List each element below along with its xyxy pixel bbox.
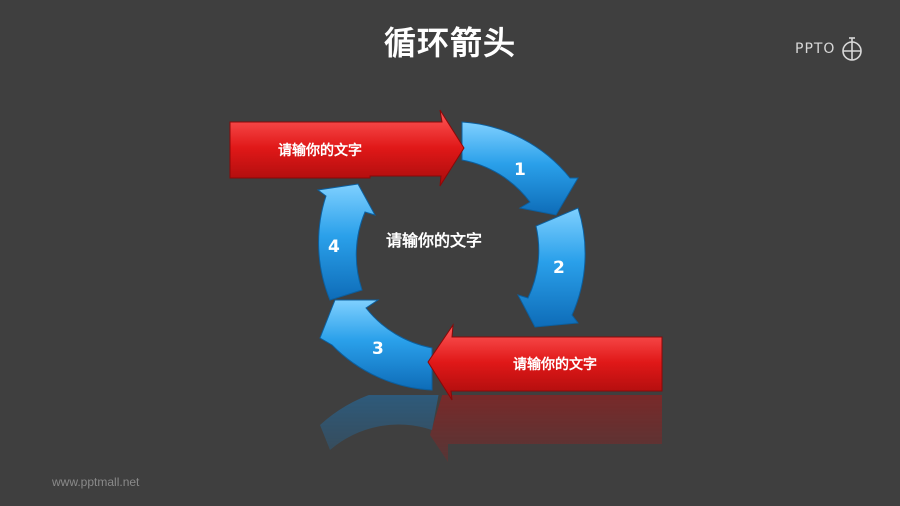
footer-watermark: www.pptmall.net bbox=[52, 475, 140, 489]
segment-4-arrow bbox=[316, 183, 377, 301]
center-label: 请输你的文字 bbox=[386, 231, 482, 250]
reflection bbox=[320, 376, 662, 462]
red-arrow-top-label: 请输你的文字 bbox=[278, 142, 362, 159]
logo-mark-icon bbox=[842, 37, 863, 61]
red-arrow-bottom-label: 请输你的文字 bbox=[513, 356, 597, 373]
red-arrow-bottom bbox=[427, 323, 663, 401]
segment-4-number: 4 bbox=[328, 237, 340, 257]
segment-2-number: 2 bbox=[553, 258, 565, 278]
segment-1-number: 1 bbox=[514, 160, 526, 180]
segment-1-arrow bbox=[461, 121, 579, 216]
logo-text: PPTO bbox=[795, 41, 836, 57]
segment-3-arrow bbox=[319, 299, 433, 391]
segment-2-arrow bbox=[516, 207, 586, 328]
red-arrow-top bbox=[229, 109, 465, 187]
pptmall-logo: PPTO bbox=[795, 36, 865, 62]
page-title: 循环箭头 bbox=[383, 24, 516, 62]
blue-ring bbox=[316, 121, 586, 391]
segment-3-number: 3 bbox=[372, 339, 384, 359]
